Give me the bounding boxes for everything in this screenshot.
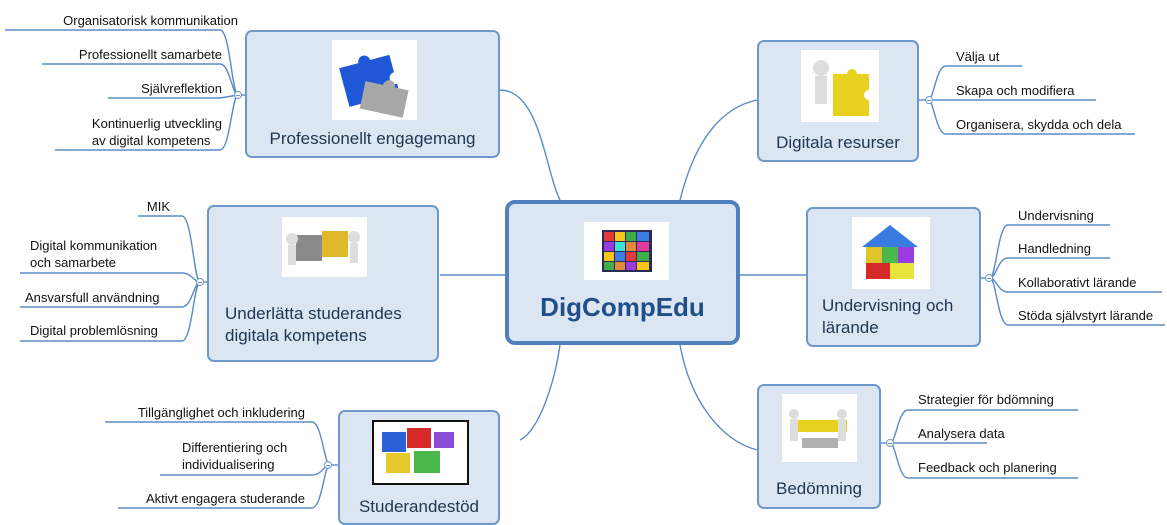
topic-label: Undervisning och lärande	[822, 295, 979, 339]
collapse-toggle[interactable]	[886, 439, 894, 447]
colored-puzzle-icon	[372, 420, 469, 485]
central-topic[interactable]: DigCompEdu	[505, 200, 740, 345]
collapse-toggle[interactable]	[985, 274, 993, 282]
topic-professionellt-engagemang[interactable]: Professionellt engagemang	[245, 30, 500, 158]
topic-label-text: Underlätta studerandes digitala kompeten…	[225, 304, 402, 345]
collapse-toggle[interactable]	[234, 91, 242, 99]
topic-bedomning[interactable]: Bedömning	[757, 384, 881, 509]
leaf-item[interactable]: MIK	[146, 199, 170, 214]
leaf-item-text: Differentiering och individualisering	[182, 440, 288, 472]
topic-digitala-resurser[interactable]: Digitala resurser	[757, 40, 919, 162]
topic-label: Digitala resurser	[776, 133, 900, 152]
topic-label: Underlätta studerandes digitala kompeten…	[225, 303, 437, 347]
leaf-item[interactable]: Kollaborativt lärande	[1018, 275, 1137, 290]
puzzle-board-icon	[584, 222, 669, 280]
topic-label: Bedömning	[775, 479, 862, 498]
topic-undervisning-och-larande[interactable]: Undervisning och lärande	[806, 207, 981, 347]
leaf-item[interactable]: Ansvarsfull användning	[25, 290, 160, 305]
topic-label-text: Undervisning och lärande	[822, 296, 954, 337]
leaf-item[interactable]: Aktivt engagera studerande	[146, 491, 305, 506]
topic-label: Professionellt engagemang	[269, 129, 476, 148]
leaf-item[interactable]: Professionellt samarbete	[78, 47, 222, 62]
puzzle-house-icon	[852, 217, 930, 289]
leaf-item-text: Digital kommunikation och samarbete	[30, 238, 158, 270]
link-stud	[519, 344, 561, 441]
leaf-item[interactable]: Undervisning	[1018, 208, 1094, 223]
puzzle-pieces-icon	[332, 40, 417, 120]
topic-underlatta-studerandes[interactable]: Underlätta studerandes digitala kompeten…	[207, 205, 439, 362]
link-prof	[499, 89, 561, 201]
link-assess	[679, 344, 758, 451]
puzzle-person-icon	[801, 50, 879, 122]
leaf-item[interactable]: Digital kommunikation och samarbete	[30, 237, 157, 271]
leaf-item[interactable]: Kontinuerlig utveckling av digital kompe…	[92, 115, 222, 149]
leaf-item[interactable]: Organisatorisk kommunikation	[63, 13, 238, 28]
leaf-item[interactable]: Organisera, skydda och dela	[956, 117, 1122, 132]
leaf-item[interactable]: Tillgänglighet och inkludering	[137, 405, 305, 420]
collapse-toggle[interactable]	[196, 278, 204, 286]
leaf-item[interactable]: Digital problemlösning	[30, 323, 158, 338]
central-topic-label: DigCompEdu	[540, 292, 705, 322]
leaf-item[interactable]: Välja ut	[956, 49, 1000, 64]
topic-studerandestod[interactable]: Studerandestöd	[338, 410, 500, 525]
puzzle-bridge-icon	[782, 394, 857, 462]
leaf-item[interactable]: Handledning	[1018, 241, 1092, 256]
leaf-item[interactable]: Strategier för bdömning	[918, 392, 1054, 407]
puzzle-people-icon	[282, 217, 367, 277]
leaf-item-text: Kontinuerlig utveckling av digital kompe…	[91, 116, 222, 148]
leaf-item[interactable]: Analysera data	[918, 426, 1005, 441]
leaf-item[interactable]: Differentiering och individualisering	[182, 439, 287, 473]
leaf-item[interactable]: Feedback och planering	[918, 460, 1057, 475]
leaf-item[interactable]: Självreflektion	[141, 81, 222, 96]
link-res	[679, 99, 758, 201]
leaf-item[interactable]: Stöda självstyrt lärande	[1018, 308, 1154, 323]
topic-label: Studerandestöd	[358, 497, 480, 516]
leaf-item[interactable]: Skapa och modifiera	[956, 83, 1075, 98]
collapse-toggle[interactable]	[324, 461, 332, 469]
collapse-toggle[interactable]	[925, 96, 933, 104]
